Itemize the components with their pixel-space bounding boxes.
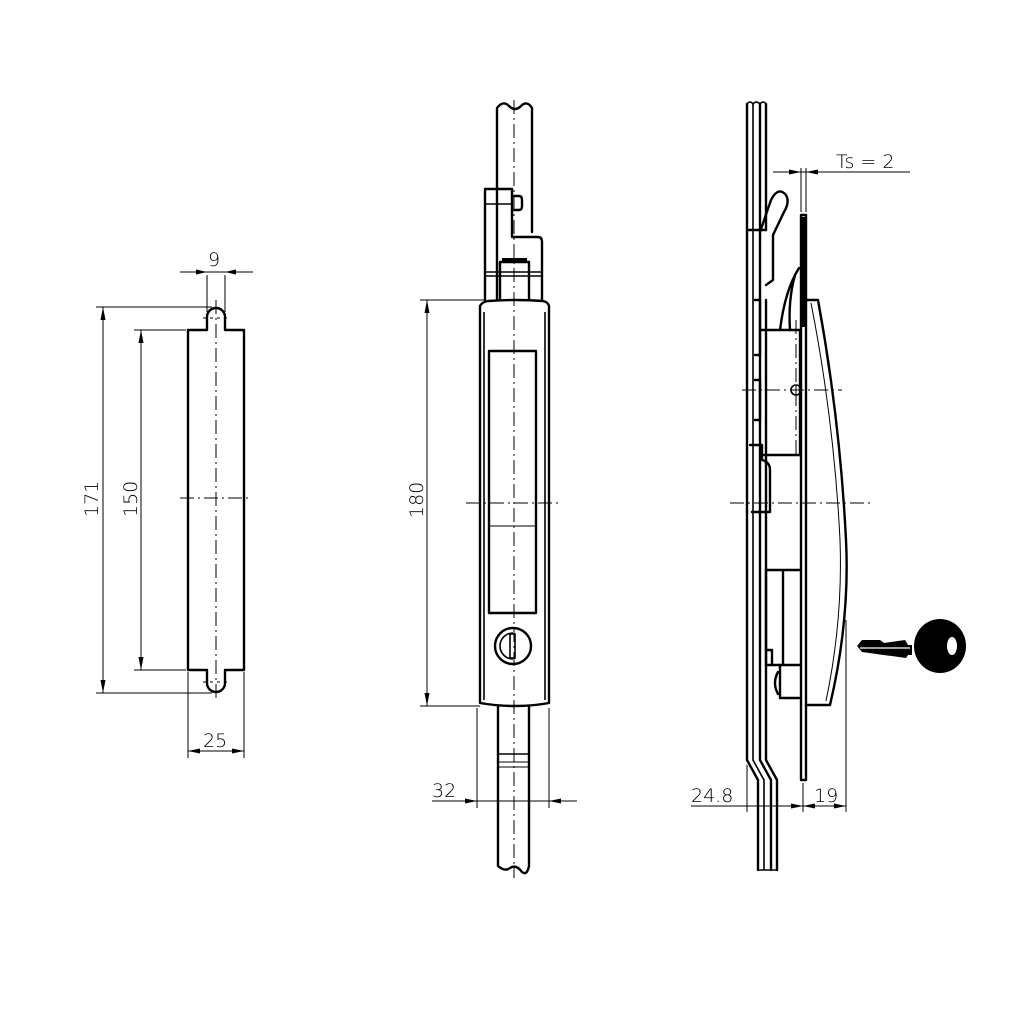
- dimension-body-height: 150: [120, 329, 186, 671]
- front-view: 180 32: [406, 100, 577, 878]
- handle-recess: [487, 349, 538, 615]
- dimension-total-height: 171: [81, 306, 212, 694]
- dimension-width: 25: [187, 672, 245, 758]
- handle-body: [478, 298, 551, 708]
- side-view: Ts = 2 24.8 19: [691, 101, 966, 872]
- dim-label-32: 32: [432, 780, 456, 802]
- dim-label-19: 19: [814, 785, 838, 807]
- dim-label-180: 180: [406, 482, 428, 518]
- handle-profile: [804, 298, 848, 707]
- dim-label-150: 150: [120, 481, 142, 517]
- lock-body: [764, 568, 802, 667]
- latch-cam: [758, 190, 789, 287]
- mounting-plate: [799, 213, 808, 782]
- dimension-handle-width: 32: [432, 708, 577, 808]
- lower-rod: [496, 705, 531, 875]
- dimension-slot-width: 9: [180, 249, 253, 312]
- dimension-rod-offset: 24.8 19: [691, 620, 847, 812]
- cutout-outline: [186, 306, 246, 694]
- dim-label-9: 9: [208, 249, 220, 271]
- dim-label-25: 25: [203, 730, 227, 752]
- rod-strip-outer: [745, 102, 760, 872]
- upper-rod: [495, 102, 534, 302]
- key-icon: [857, 619, 966, 673]
- upper-bracket: [483, 187, 544, 302]
- dim-label-24-8: 24.8: [691, 785, 733, 807]
- dimension-handle-height: 180: [406, 299, 485, 707]
- cutout-template-view: 9 171 150 25: [81, 249, 253, 758]
- dimension-sheet-thickness: Ts = 2: [773, 151, 910, 212]
- lock-cylinder-icon: [493, 626, 533, 666]
- dim-label-ts: Ts = 2: [836, 151, 894, 173]
- dim-label-171: 171: [81, 481, 103, 517]
